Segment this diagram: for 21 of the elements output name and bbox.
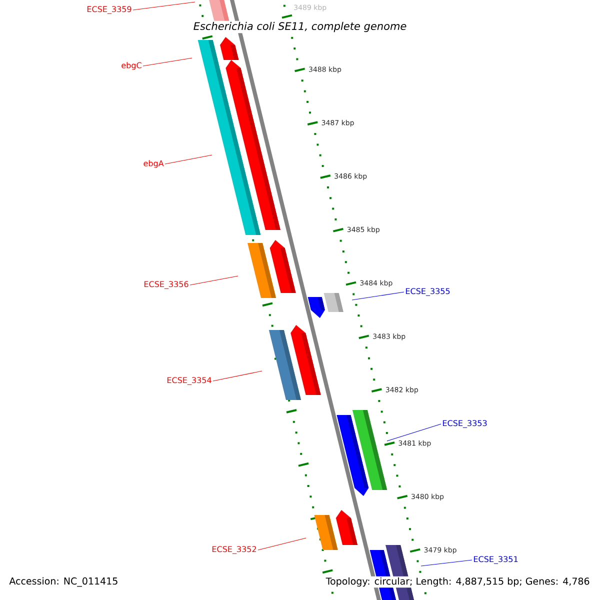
leader-line	[142, 58, 192, 66]
title: Escherichia coli SE11, complete genome	[192, 20, 408, 34]
leader-line	[164, 154, 212, 164]
leader-line	[212, 370, 262, 382]
gene-label: ECSE_3354	[167, 377, 212, 385]
gene-label: ECSE_3351	[474, 556, 518, 564]
leader-line	[352, 292, 404, 300]
leader-line	[132, 2, 196, 10]
leader-line	[258, 538, 306, 550]
gene-label: ECSE_3356	[144, 281, 188, 289]
gene-label: ECSE_3353	[443, 420, 487, 428]
leader-line	[420, 560, 472, 566]
footer-text: Topology: circular; Length: 4,887,515 bp; Genes: 4,786	[324, 576, 591, 588]
gene-label: ECSE_3352	[212, 546, 256, 554]
footer-text: Accession: NC_011415	[8, 576, 120, 588]
gene-label: ECSE_3355	[406, 288, 450, 296]
gene-label: ECSE_3359	[87, 6, 132, 14]
leader-line	[190, 276, 238, 286]
gene-label: ebgC	[122, 62, 142, 70]
gene-label: ebgA	[144, 160, 164, 168]
leader-line	[386, 424, 442, 442]
